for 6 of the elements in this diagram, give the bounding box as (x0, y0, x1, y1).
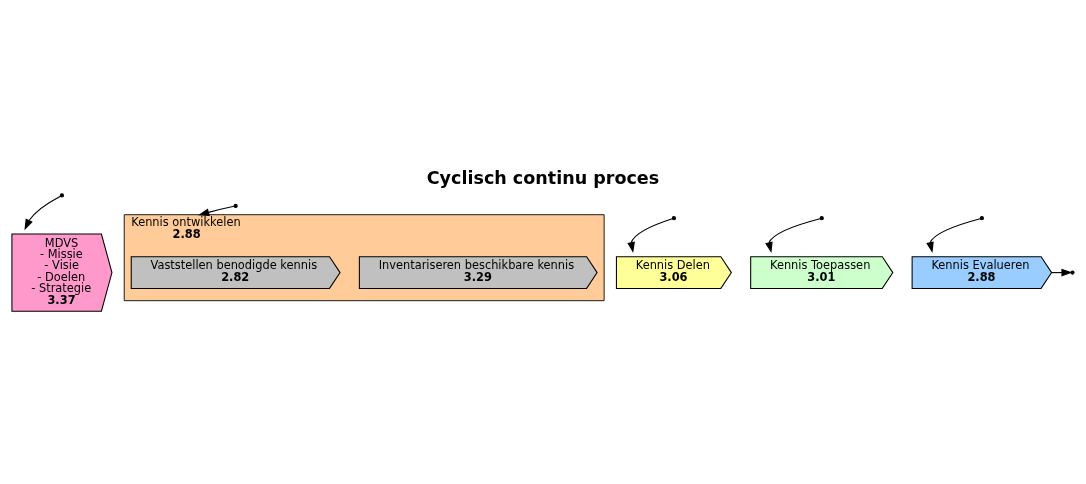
arrow (198, 205, 235, 216)
arrow (926, 218, 981, 254)
arrow (627, 218, 673, 254)
arrow (765, 218, 821, 254)
arrow (24, 195, 61, 231)
diagram-title: Cyclisch continu proces (426, 168, 660, 189)
